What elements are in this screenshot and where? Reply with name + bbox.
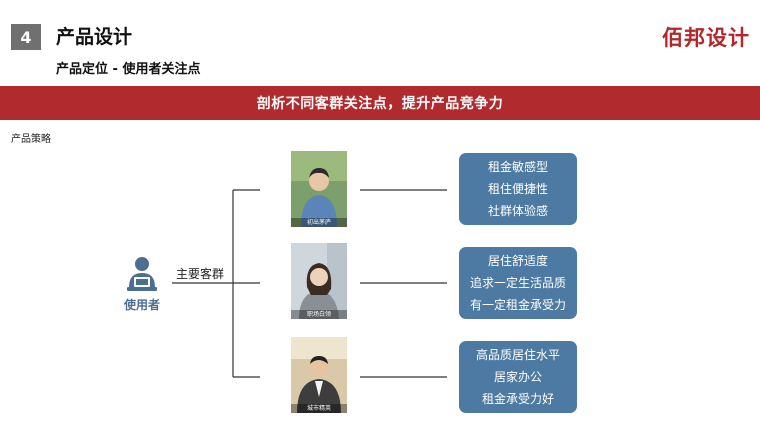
headline-banner: 剖析不同客群关注点，提升产品竞争力 [0,86,760,120]
focus-point: 追求一定生活品质 [469,276,566,290]
focus-point: 租住便捷性 [487,182,548,196]
persona-photo-3: 城市精英 [291,337,347,413]
banner-text: 剖析不同客群关注点，提升产品竞争力 [256,96,504,112]
focus-point: 高品质居住水平 [475,348,560,362]
section-number-badge: 4 [11,24,41,50]
young-man-photo-icon [291,151,347,227]
businessman-photo-icon [291,337,347,413]
main-group-label: 主要客群 [176,267,225,281]
persona-photo-1: 初出茅庐 [291,151,347,227]
focus-card-1: 租金敏感型 租住便捷性 社群体验感 [459,153,577,225]
focus-point: 社群体验感 [487,204,548,218]
focus-card-3: 高品质居住水平 居家办公 租金承受力好 [459,341,577,413]
strategy-label: 产品策略 [11,134,51,145]
focus-point: 租金承受力好 [481,392,554,406]
persona-photo-2: 职场白领 [291,243,347,319]
persona-caption-2: 职场白领 [291,310,347,319]
user-laptop-icon [127,257,157,291]
page-subtitle: 产品定位 - 使用者关注点 [56,62,201,77]
focus-card-2: 居住舒适度 追求一定生活品质 有一定租金承受力 [459,247,577,319]
focus-point: 有一定租金承受力 [469,298,566,312]
focus-point: 居住舒适度 [487,254,548,268]
page-title: 产品设计 [56,26,133,48]
persona-caption-1: 初出茅庐 [291,218,347,227]
focus-point: 租金敏感型 [487,160,548,174]
user-label: 使用者 [123,298,160,312]
user-block: 使用者 [110,255,174,313]
brand-logo-text: 佰邦设计 [662,26,750,50]
office-woman-photo-icon [291,243,347,319]
focus-point: 居家办公 [493,370,542,384]
persona-caption-3: 城市精英 [291,404,347,413]
